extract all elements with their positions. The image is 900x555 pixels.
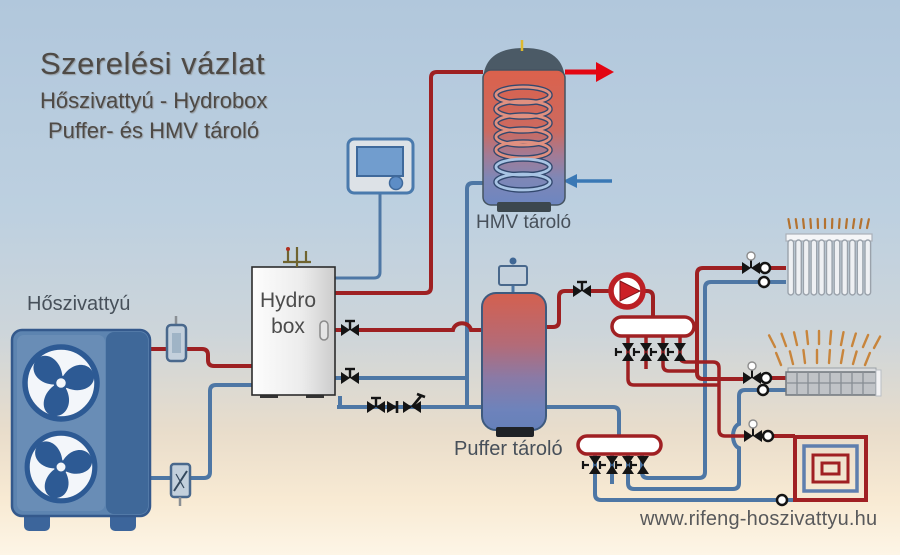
radiator — [785, 233, 873, 296]
hot-water-out-arrow — [596, 62, 614, 82]
hydrobox-label-line2: box — [271, 315, 305, 338]
expansion-vessel — [498, 265, 528, 286]
room-controller — [346, 137, 415, 195]
hydrobox-handle — [319, 320, 329, 341]
hydrobox — [251, 247, 336, 398]
controller-knob — [388, 175, 404, 191]
cold-water-in-arrow — [563, 174, 577, 188]
heat-pump-unit — [10, 328, 152, 531]
circulation-pump — [608, 272, 646, 310]
lever-valve — [403, 392, 426, 413]
hmv-tank — [482, 40, 566, 212]
hydrobox-label: Hydro box — [252, 288, 324, 340]
hydrobox-vent — [283, 247, 311, 267]
shutoff-valves — [339, 280, 593, 415]
buffer-tank — [481, 257, 547, 437]
hmv-tank-label: HMV tároló — [476, 212, 572, 233]
hmv-coil — [493, 84, 553, 193]
radiator-heat-ticks — [787, 217, 870, 230]
website-url: www.rifeng-hoszivattyu.hu — [640, 508, 878, 530]
strainer-filter — [169, 462, 192, 506]
return-manifold — [576, 434, 663, 456]
diagram-subtitle-2: Puffer- és HMV tároló — [48, 118, 260, 143]
pipe-connectors — [756, 261, 789, 507]
air-separator — [165, 316, 188, 363]
supply-manifold — [610, 315, 696, 338]
check-valve — [387, 401, 399, 413]
hydrobox-label-line1: Hydro — [259, 289, 317, 312]
fan-icon — [25, 347, 97, 421]
controller-screen — [356, 146, 404, 177]
floor-heating-coil — [793, 435, 868, 502]
diagram-subtitle-1: Hőszivattyú - Hydrobox — [40, 88, 268, 113]
buffer-tank-label: Puffer tároló — [454, 438, 563, 460]
title-block: Szerelési vázlat Hőszivattyú - Hydrobox … — [40, 46, 267, 144]
fan-coil-heat-ticks — [767, 329, 882, 367]
fan-icon — [27, 433, 95, 502]
fan-coil — [785, 367, 882, 397]
diagram-title: Szerelési vázlat — [40, 46, 266, 81]
heat-pump-label: Hőszivattyú — [27, 293, 131, 315]
